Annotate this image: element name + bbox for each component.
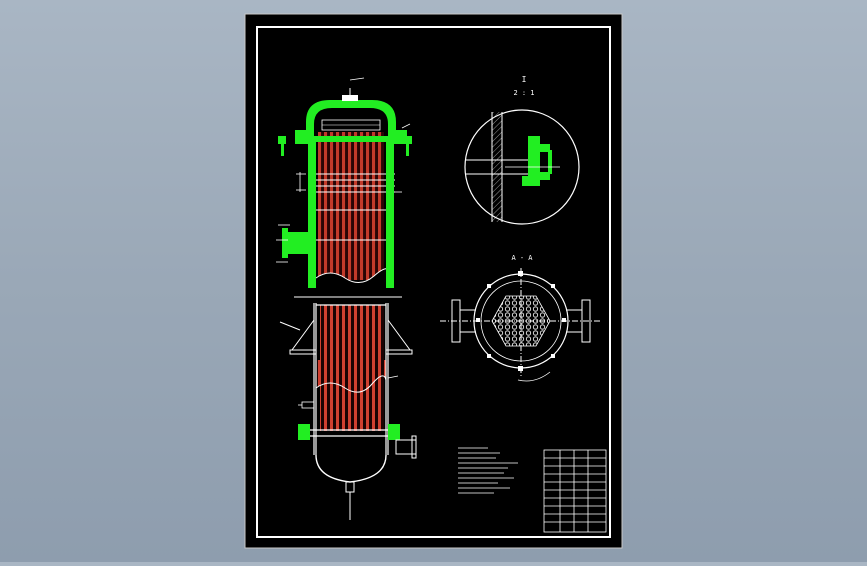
detail-circle: [464, 109, 580, 225]
upper-break-line: [316, 268, 388, 290]
title-block: [543, 449, 607, 533]
top-head-dome: [306, 100, 396, 138]
technical-notes: [458, 447, 518, 494]
lower-exchanger-section: [279, 303, 417, 520]
baffles-upper: [310, 173, 395, 241]
flange-right-lower: [388, 424, 400, 440]
top-nozzle: [342, 95, 358, 101]
upper-shell: [278, 100, 412, 288]
detail-scale-label: 2 : 1: [513, 89, 534, 97]
section-view-label: A - A: [511, 254, 533, 262]
flange-left-upper: [295, 130, 308, 144]
side-nozzle: [287, 232, 308, 254]
section-view-A-A: A - A: [440, 254, 602, 382]
tube-sheet-upper: [300, 136, 402, 142]
drawing-sheet: [244, 13, 623, 549]
upper-tube-bundle: [318, 132, 384, 280]
detail-view-I: I 2 : 1: [464, 75, 580, 225]
upper-exchanger-section: [276, 77, 412, 298]
flange-left-lower: [298, 424, 310, 440]
detail-view-label: I: [522, 75, 527, 84]
flange-right-upper: [394, 130, 407, 144]
support-lugs: [279, 318, 413, 355]
sheet-frame: [256, 26, 611, 538]
shell-wall-right: [386, 138, 394, 288]
shell-wall-left: [308, 138, 316, 288]
